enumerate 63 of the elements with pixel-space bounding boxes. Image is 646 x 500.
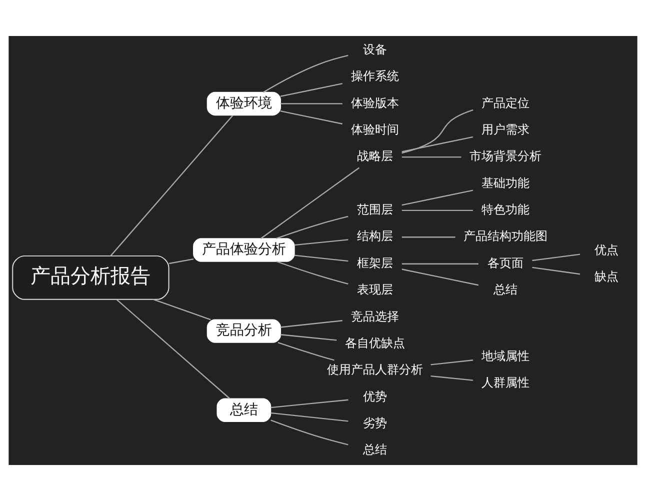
- connector: [280, 82, 343, 96]
- connector: [532, 253, 580, 261]
- node-box: 体验环境: [206, 91, 281, 116]
- node-text: 范围层: [356, 202, 393, 216]
- connector: [270, 412, 348, 422]
- connector: [280, 334, 337, 340]
- node-text: 缺点: [594, 269, 619, 284]
- connector: [280, 320, 342, 328]
- node-text: 产品结构功能图: [463, 228, 548, 243]
- node-text: 结构层: [356, 228, 393, 243]
- node-text: 竞品选择: [350, 308, 399, 323]
- node-text: 产品定位: [481, 95, 530, 110]
- node-text: 各自优缺点: [344, 335, 405, 350]
- connector: [402, 262, 478, 264]
- node-text: 体验版本: [350, 95, 399, 110]
- node-box: 竞品分析: [206, 318, 281, 342]
- node-text: 总结: [493, 282, 518, 296]
- node-box: 总结: [216, 398, 272, 422]
- node-box: 产品分析报告: [12, 254, 170, 300]
- connector: [402, 209, 473, 211]
- connector: [278, 341, 334, 360]
- node-text: 人群属性: [481, 375, 530, 390]
- node-text: 战略层: [356, 148, 393, 163]
- connector: [294, 238, 348, 246]
- connector: [402, 136, 474, 152]
- node-text: 优点: [594, 242, 619, 257]
- connector: [532, 266, 580, 274]
- connector: [402, 268, 479, 286]
- node-text: 体验时间: [350, 122, 399, 136]
- connector: [168, 258, 194, 264]
- node-text: 优势: [362, 388, 387, 403]
- connector: [294, 254, 348, 262]
- connector: [402, 189, 474, 206]
- connector: [430, 375, 474, 380]
- node-text: 操作系统: [350, 68, 399, 83]
- connector: [262, 54, 348, 92]
- node-box: 产品体验分析: [193, 238, 295, 262]
- connector: [280, 102, 342, 104]
- connector: [153, 298, 211, 320]
- connector: [270, 419, 348, 445]
- node-text: 使用产品人群分析: [326, 362, 423, 376]
- connector: [276, 215, 348, 239]
- connector: [270, 398, 348, 408]
- connector: [116, 298, 230, 398]
- node-text: 基础功能: [481, 175, 530, 190]
- node-text: 总结: [362, 442, 387, 456]
- connector: [430, 359, 474, 365]
- node-text: 框架层: [356, 255, 393, 270]
- node-text: 表现层: [356, 282, 393, 296]
- connector: [260, 166, 360, 239]
- node-text: 用户需求: [481, 122, 530, 136]
- node-text: 市场背景分析: [469, 148, 542, 163]
- connector: [402, 108, 474, 154]
- connector: [110, 114, 234, 256]
- node-text: 地域属性: [481, 348, 530, 362]
- node-text: 特色功能: [481, 202, 530, 216]
- connector: [402, 236, 456, 238]
- connector: [276, 260, 348, 284]
- node-text: 劣势: [362, 416, 387, 430]
- node-text: 设备: [362, 42, 387, 56]
- node-text: 各页面: [487, 255, 524, 270]
- connector: [402, 156, 462, 158]
- connector: [280, 110, 343, 124]
